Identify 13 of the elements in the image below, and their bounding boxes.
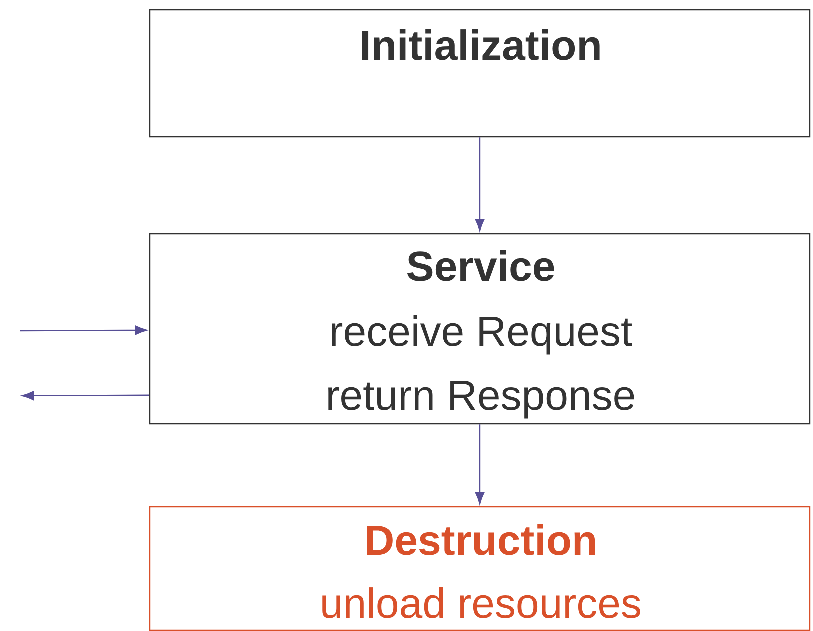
process-box (149, 9, 811, 138)
box-text: unload resources (322, 588, 640, 618)
box-text: receive Request (332, 316, 632, 355)
process-box (149, 506, 811, 631)
arrow (475, 424, 485, 504)
process-box (149, 233, 811, 425)
box-heading: Service (407, 250, 554, 282)
arrow (20, 326, 148, 336)
box-heading: Initialization (362, 30, 600, 60)
box-text: return Response (328, 381, 634, 419)
box-heading: Destruction (367, 524, 596, 556)
arrow (22, 391, 150, 400)
arrow (475, 138, 485, 232)
